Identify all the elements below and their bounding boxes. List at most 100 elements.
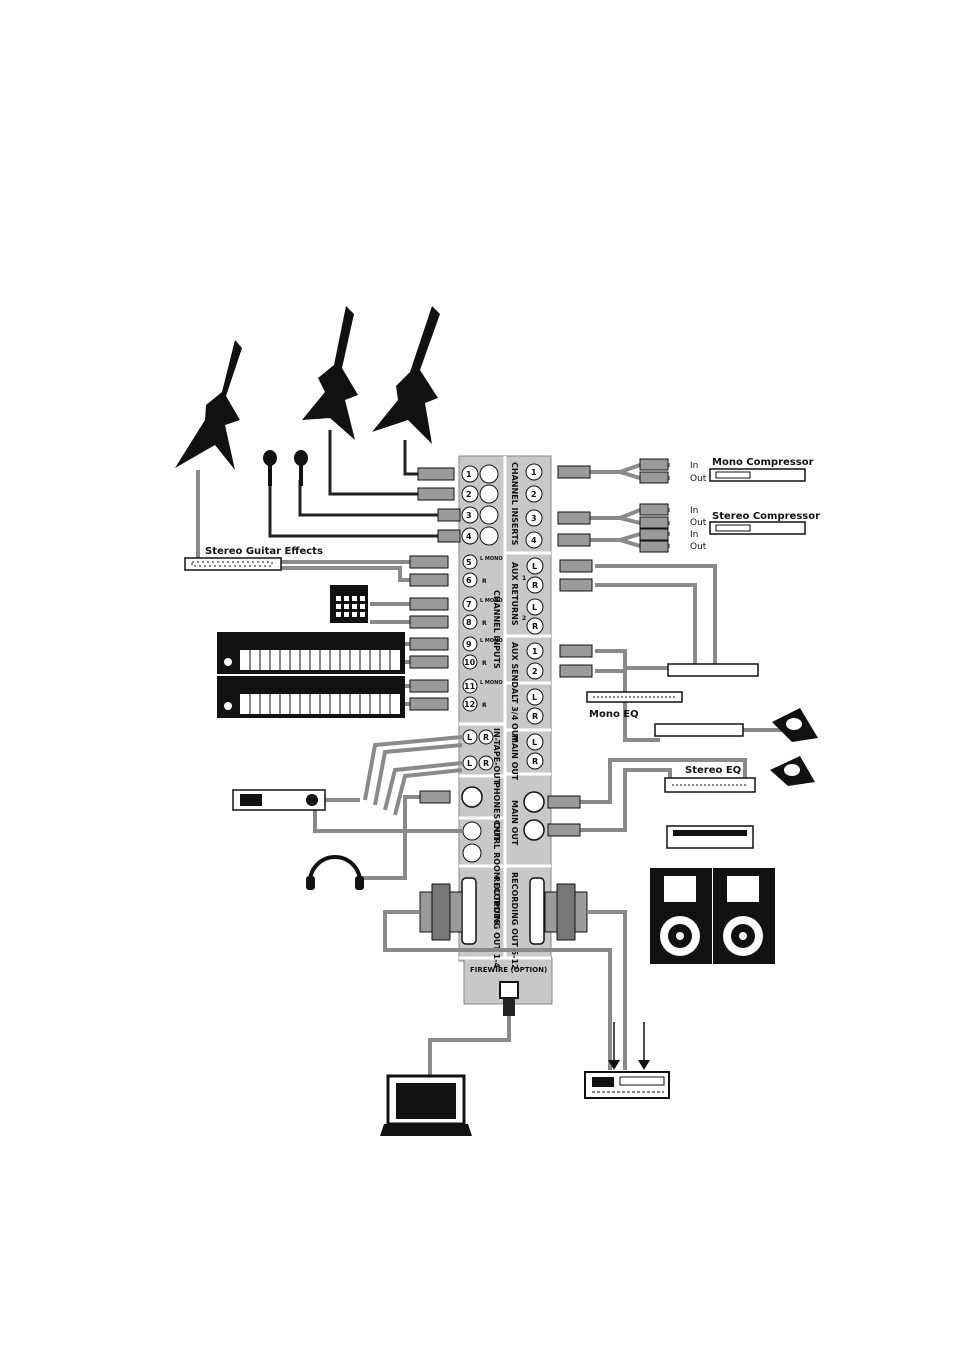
input-jack-1[interactable]: 1	[461, 464, 499, 484]
input-jack-6[interactable]: 6	[462, 572, 478, 588]
section-label-recording-out-5-12: RECORDING OUT 5-12	[510, 872, 519, 970]
aux-return-number-1: 1	[522, 575, 526, 582]
input-jack-11[interactable]: 11	[462, 678, 478, 694]
svg-text:2: 2	[466, 490, 472, 499]
section-label-channel-inserts: CHANNEL INSERTS	[510, 462, 519, 546]
svg-text:1: 1	[466, 470, 472, 479]
alt-out-r[interactable]: R	[526, 707, 544, 725]
svg-text:2: 2	[531, 490, 537, 499]
main-out-trs-l[interactable]: L	[526, 733, 544, 751]
firewire-port[interactable]	[499, 981, 519, 1016]
svg-text:Out: Out	[690, 474, 707, 484]
db25-recording-out-1-4[interactable]	[461, 877, 477, 945]
tape-in-r[interactable]: L	[462, 755, 478, 771]
main-out-trs-r[interactable]: R	[526, 752, 544, 770]
rack-unit-icon	[667, 663, 759, 677]
aux-return-number-2: 2	[522, 615, 526, 622]
svg-text:In: In	[690, 506, 698, 516]
svg-text:In: In	[690, 530, 698, 540]
input-jack-5[interactable]: 5	[462, 554, 478, 570]
svg-text:R: R	[482, 578, 487, 585]
keyboard-icon	[217, 632, 405, 674]
insert-jack-4[interactable]: 4	[525, 531, 543, 549]
input-jack-10[interactable]: 10	[462, 654, 478, 670]
svg-text:R: R	[532, 757, 538, 766]
input-jack-9[interactable]: 9	[462, 636, 478, 652]
label-stereo-compressor: Stereo Compressor	[712, 511, 820, 522]
section-label-aux-returns: AUX RETURNS	[510, 562, 519, 626]
aux-return-2-l[interactable]: L	[526, 598, 544, 616]
main-out-xlr-r[interactable]	[523, 819, 545, 841]
input-jack-12[interactable]: 12	[462, 696, 478, 712]
cables	[196, 430, 790, 1078]
phones-jack[interactable]	[461, 786, 483, 808]
db25-recording-out-5-12[interactable]	[529, 877, 545, 945]
drum-machine-icon	[330, 585, 368, 623]
svg-text:1: 1	[532, 647, 538, 656]
alt-out-l[interactable]: L	[526, 688, 544, 706]
stereo-eq: Stereo EQ	[664, 765, 756, 793]
svg-text:L: L	[532, 738, 537, 747]
rack-unit-icon	[666, 825, 754, 849]
insert-jack-3[interactable]: 3	[525, 509, 543, 527]
aux-return-1-l[interactable]: L	[526, 557, 544, 575]
label-stereo-eq: Stereo EQ	[685, 765, 741, 776]
svg-text:2: 2	[532, 667, 538, 676]
svg-text:L MONO: L MONO	[480, 638, 503, 644]
section-label-recording-out-1-4: RECORDING OUT 1-4	[492, 876, 501, 969]
svg-text:4: 4	[531, 536, 537, 545]
svg-text:R: R	[482, 620, 487, 627]
svg-text:L: L	[532, 603, 537, 612]
svg-text:3: 3	[531, 514, 537, 523]
svg-text:3: 3	[466, 511, 472, 520]
svg-text:L: L	[532, 693, 537, 702]
tape-in-l[interactable]: L	[462, 729, 478, 745]
svg-text:1: 1	[531, 468, 537, 477]
aux-send-1[interactable]: 1	[526, 642, 544, 660]
label-mono-compressor: Mono Compressor	[712, 457, 814, 468]
guitar-icon	[302, 306, 358, 440]
tape-out-r[interactable]: R	[478, 755, 494, 771]
svg-text:R: R	[532, 581, 538, 590]
speaker-icon	[713, 868, 775, 964]
tape-out-l[interactable]: R	[478, 729, 494, 745]
section-label-in-tape-out: IN-TAPE-OUT	[492, 728, 501, 785]
svg-text:7: 7	[466, 600, 472, 609]
svg-text:L: L	[532, 562, 537, 571]
svg-text:R: R	[482, 702, 487, 709]
control-room-l[interactable]	[462, 821, 482, 841]
main-out-xlr-l[interactable]	[523, 791, 545, 813]
section-label-main-out-xlr: MAIN OUT	[510, 800, 519, 846]
microphone-icon	[263, 450, 277, 486]
db25-plug-right	[544, 883, 588, 941]
recorder-icon	[232, 789, 326, 811]
aux-return-2-r[interactable]: R	[526, 617, 544, 635]
svg-text:R: R	[483, 759, 489, 768]
left-section-labels: CHANNEL INPUTS IN-TAPE-OUT PHONES OUT CN…	[470, 590, 547, 974]
aux-send-jacks: 1 2	[526, 642, 544, 680]
aux-return-jacks: L R L R 1 2	[522, 557, 544, 635]
input-jack-3[interactable]: 3	[461, 505, 499, 525]
aux-send-2[interactable]: 2	[526, 662, 544, 680]
headphones-icon	[306, 855, 364, 890]
control-room-jacks	[462, 821, 482, 863]
aux-return-1-r[interactable]: R	[526, 576, 544, 594]
mono-compressor: Mono Compressor In Out	[690, 457, 814, 484]
laptop-icon	[380, 1074, 472, 1136]
stereo-compressor: Stereo Compressor In Out In Out	[690, 506, 820, 552]
insert-jack-2[interactable]: 2	[525, 485, 543, 503]
monitor-wedge-icon	[770, 756, 815, 786]
svg-text:12: 12	[464, 700, 475, 709]
tape-jacks: L R L R	[462, 729, 494, 771]
input-jack-2[interactable]: 2	[461, 484, 499, 504]
input-jack-4[interactable]: 4	[461, 526, 499, 546]
svg-text:L MONO: L MONO	[480, 598, 503, 604]
svg-text:In: In	[690, 461, 698, 471]
input-jack-7[interactable]: 7	[462, 596, 478, 612]
label-stereo-guitar-effects: Stereo Guitar Effects	[205, 546, 323, 557]
insert-jack-1[interactable]: 1	[525, 463, 543, 481]
input-jacks: 1 2 3 4 5 6 7 8 9 10 11 12 L MONO R L MO…	[461, 464, 503, 712]
control-room-r[interactable]	[462, 843, 482, 863]
input-jack-8[interactable]: 8	[462, 614, 478, 630]
